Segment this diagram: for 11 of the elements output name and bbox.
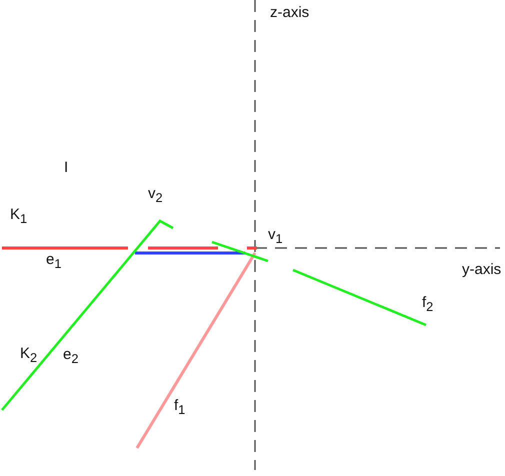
plane-label: K$_{1}$ — [10, 207, 28, 226]
line-label: e$_{1}$ — [46, 252, 62, 271]
line-label: e$_{2}$ — [63, 347, 78, 366]
vertex-label: v$_{2}$ — [148, 186, 163, 205]
plane-label: I — [64, 160, 68, 175]
line-label: f$_{1}$ — [174, 398, 186, 417]
plane-label: K$_{2}$ — [20, 346, 38, 365]
axis-label: z-axis — [270, 5, 310, 20]
line-label: f$_{2}$ — [422, 295, 434, 314]
axis-label: y-axis — [462, 262, 502, 277]
vertex-label: v$_{1}$ — [268, 227, 283, 246]
